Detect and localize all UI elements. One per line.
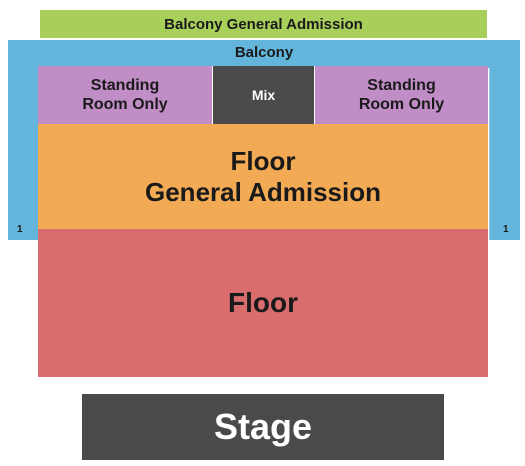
section-divider — [314, 66, 315, 124]
row-marker-right: 1 — [503, 224, 509, 235]
section-standing-room-left[interactable]: Standing Room Only — [38, 66, 212, 124]
section-label: Standing Room Only — [358, 77, 445, 113]
stage-label: Stage — [213, 406, 313, 447]
section-label: Floor — [228, 287, 298, 318]
section-label: Standing Room Only — [82, 77, 168, 113]
section-balcony-label: Balcony — [234, 44, 294, 61]
section-label: Balcony General Admission — [164, 15, 363, 33]
section-balcony-general-admission[interactable]: Balcony General Admission — [40, 10, 487, 38]
section-floor[interactable]: Floor — [38, 229, 488, 377]
section-standing-room-right[interactable]: Standing Room Only — [315, 66, 488, 124]
row-marker-left: 1 — [17, 224, 23, 235]
stage: Stage — [82, 394, 444, 460]
section-mix: Mix — [212, 66, 315, 124]
section-divider — [212, 66, 213, 124]
section-floor-general-admission[interactable]: Floor General Admission — [38, 124, 488, 229]
section-label: Mix — [251, 87, 276, 103]
section-label: Floor General Admission — [145, 145, 381, 207]
